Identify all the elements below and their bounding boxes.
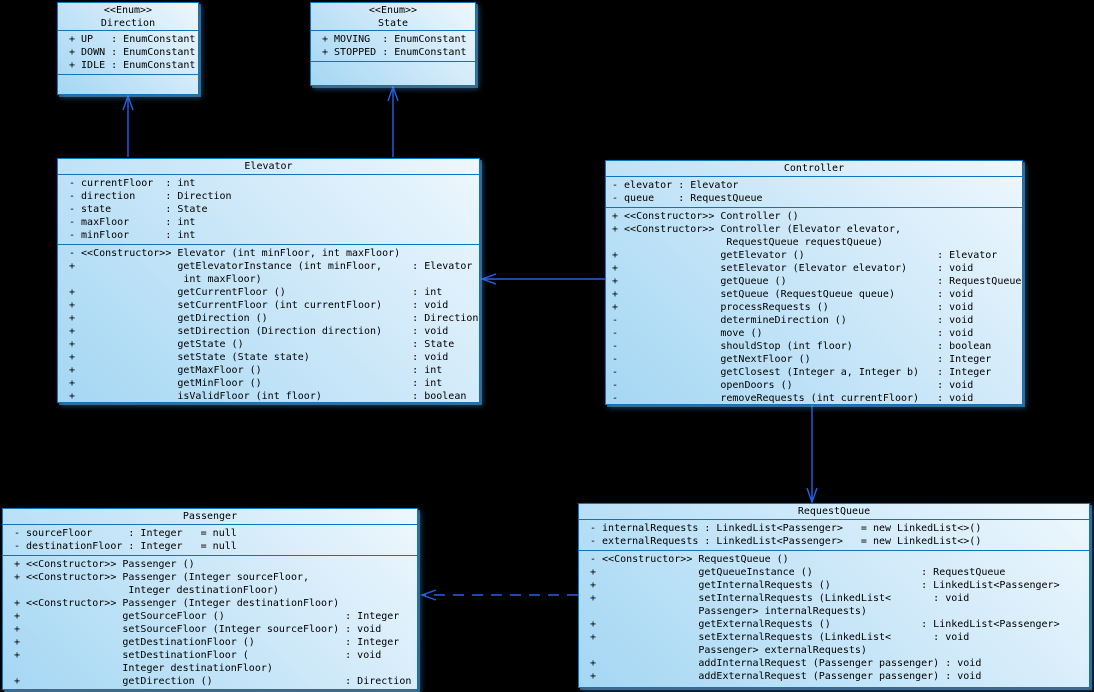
method-line: + getDestinationFloor () : Integer [14, 637, 400, 648]
method-line: + getCurrentFloor () : int [69, 287, 443, 298]
method-line: + getInternalRequests () : LinkedList<Pa… [590, 580, 1060, 591]
attribute-line: + MOVING : EnumConstant [322, 34, 467, 45]
attributes-compartment: - internalRequests : LinkedList<Passenge… [579, 520, 1089, 551]
method-line: + addInternalRequest (Passenger passenge… [590, 658, 982, 669]
class-state: <<Enum>> State + MOVING : EnumConstant + S… [310, 2, 476, 86]
class-stereotype: <<Enum>> [103, 5, 153, 16]
attribute-line: - maxFloor : int [69, 217, 196, 228]
attribute-line: - currentFloor : int [69, 178, 196, 189]
attribute-line: - elevator : Elevator [612, 180, 739, 191]
method-line: + setInternalRequests (LinkedList< : voi… [590, 593, 970, 604]
method-line: + <<Constructor>> Passenger (Integer sou… [14, 572, 310, 583]
method-line: + getSourceFloor () : Integer [14, 611, 400, 622]
method-line: + addExternalRequest (Passenger passenge… [590, 671, 982, 682]
method-line: + setElevator (Elevator elevator) : void [612, 263, 974, 274]
class-passenger: Passenger - sourceFloor : Integer = null… [2, 508, 418, 690]
attribute-line: - queue : RequestQueue [612, 193, 763, 204]
method-line: + getMinFloor () : int [69, 378, 443, 389]
method-line: + <<Constructor>> Passenger (Integer des… [14, 598, 340, 609]
attribute-line: - externalRequests : LinkedList<Passenge… [590, 536, 982, 547]
attributes-compartment: + MOVING : EnumConstant + STOPPED : EnumC… [311, 31, 475, 62]
method-line: - openDoors () : void [612, 380, 974, 391]
method-line: + setSourceFloor (Integer sourceFloor) :… [14, 624, 382, 635]
class-state-header: <<Enum>> State [311, 3, 475, 31]
method-line: RequestQueue requestQueue) [612, 237, 883, 248]
method-line: + getQueueInstance () : RequestQueue [590, 567, 1006, 578]
association-controller-requestqueue [806, 405, 818, 505]
methods-compartment [58, 75, 198, 94]
method-line: + setExternalRequests (LinkedList< : voi… [590, 632, 970, 643]
method-line: + <<Constructor>> Controller (Elevator e… [612, 224, 901, 235]
attribute-line: + UP : EnumConstant [69, 34, 196, 45]
attributes-compartment: + UP : EnumConstant + DOWN : EnumConstant… [58, 31, 198, 75]
methods-compartment: - <<Constructor>> Elevator (int minFloor… [58, 245, 479, 402]
class-name: RequestQueue [579, 504, 1089, 520]
method-line: + getMaxFloor () : int [69, 365, 443, 376]
method-line: + getElevatorInstance (int minFloor, : E… [69, 261, 473, 272]
method-line: + isValidFloor (int floor) : boolean [69, 391, 467, 402]
method-line: + getQueue () : RequestQueue [612, 276, 1022, 287]
association-controller-elevator [479, 273, 605, 285]
attributes-compartment: - elevator : Elevator - queue : RequestQu… [606, 177, 1022, 208]
method-line: + getState () : State [69, 339, 455, 350]
method-line: + setState (State state) : void [69, 352, 449, 363]
association-elevator-state [387, 84, 399, 157]
attribute-line: - sourceFloor : Integer = null [14, 528, 237, 539]
attribute-line: + IDLE : EnumConstant [69, 60, 196, 71]
method-line: - determineDirection () : void [612, 315, 974, 326]
methods-compartment: + <<Constructor>> Passenger () + <<Constr… [3, 556, 417, 689]
attribute-line: - state : State [69, 204, 208, 215]
method-line: int maxFloor) [69, 274, 262, 285]
method-line: + <<Constructor>> Controller () [612, 211, 799, 222]
attributes-compartment: - currentFloor : int - direction : Direct… [58, 175, 479, 245]
class-elevator: Elevator - currentFloor : int - direction… [57, 158, 480, 403]
method-line: - <<Constructor>> RequestQueue () [590, 554, 789, 565]
attribute-line: - direction : Direction [69, 191, 232, 202]
method-line: + getElevator () : Elevator [612, 250, 998, 261]
class-name: Passenger [3, 509, 417, 525]
class-controller: Controller - elevator : Elevator - queue … [605, 160, 1023, 405]
method-line: - move () : void [612, 328, 974, 339]
method-line: + getDirection () : Direction [14, 676, 412, 687]
class-requestqueue: RequestQueue - internalRequests : Linked… [578, 503, 1090, 688]
class-stereotype: <<Enum>> [368, 5, 418, 16]
method-line: + setDestinationFloor ( : void [14, 650, 382, 661]
method-line: + <<Constructor>> Passenger () [14, 559, 195, 570]
method-line: - getNextFloor () : Integer [612, 354, 992, 365]
method-line: + getExternalRequests () : LinkedList<Pa… [590, 619, 1060, 630]
class-name: Elevator [58, 159, 479, 175]
attribute-line: - internalRequests : LinkedList<Passenge… [590, 523, 982, 534]
method-line: Integer destinationFloor) [14, 585, 279, 596]
method-line: + setCurrentFloor (int currentFloor) : v… [69, 300, 449, 311]
method-line: + processRequests () : void [612, 302, 974, 313]
method-line: Passenger> externalRequests) [590, 645, 867, 656]
method-line: + setDirection (Direction direction) : v… [69, 326, 449, 337]
method-line: Integer destinationFloor) [14, 663, 273, 674]
association-elevator-direction [122, 93, 134, 157]
method-line: + getDirection () : Direction [69, 313, 479, 324]
attributes-compartment: - sourceFloor : Integer = null - destinat… [3, 525, 417, 556]
class-name: State [377, 18, 409, 29]
methods-compartment: + <<Constructor>> Controller () + <<Const… [606, 208, 1022, 404]
method-line: - shouldStop (int floor) : boolean [612, 341, 992, 352]
dependency-requestqueue-passenger [419, 589, 578, 601]
class-direction: <<Enum>> Direction + UP : EnumConstant + D… [57, 2, 199, 95]
method-line: - getClosest (Integer a, Integer b) : In… [612, 367, 992, 378]
attribute-line: + DOWN : EnumConstant [69, 47, 196, 58]
attribute-line: - destinationFloor : Integer = null [14, 541, 237, 552]
method-line: - <<Constructor>> Elevator (int minFloor… [69, 248, 401, 259]
method-line: - removeRequests (int currentFloor) : vo… [612, 393, 974, 404]
class-name: Direction [100, 18, 156, 29]
class-direction-header: <<Enum>> Direction [58, 3, 198, 31]
methods-compartment: - <<Constructor>> RequestQueue () + getQu… [579, 551, 1089, 687]
method-line: Passenger> internalRequests) [590, 606, 867, 617]
class-name: Controller [606, 161, 1022, 177]
method-line: + setQueue (RequestQueue queue) : void [612, 289, 974, 300]
attribute-line: + STOPPED : EnumConstant [322, 47, 467, 58]
methods-compartment [311, 62, 475, 85]
attribute-line: - minFloor : int [69, 230, 196, 241]
